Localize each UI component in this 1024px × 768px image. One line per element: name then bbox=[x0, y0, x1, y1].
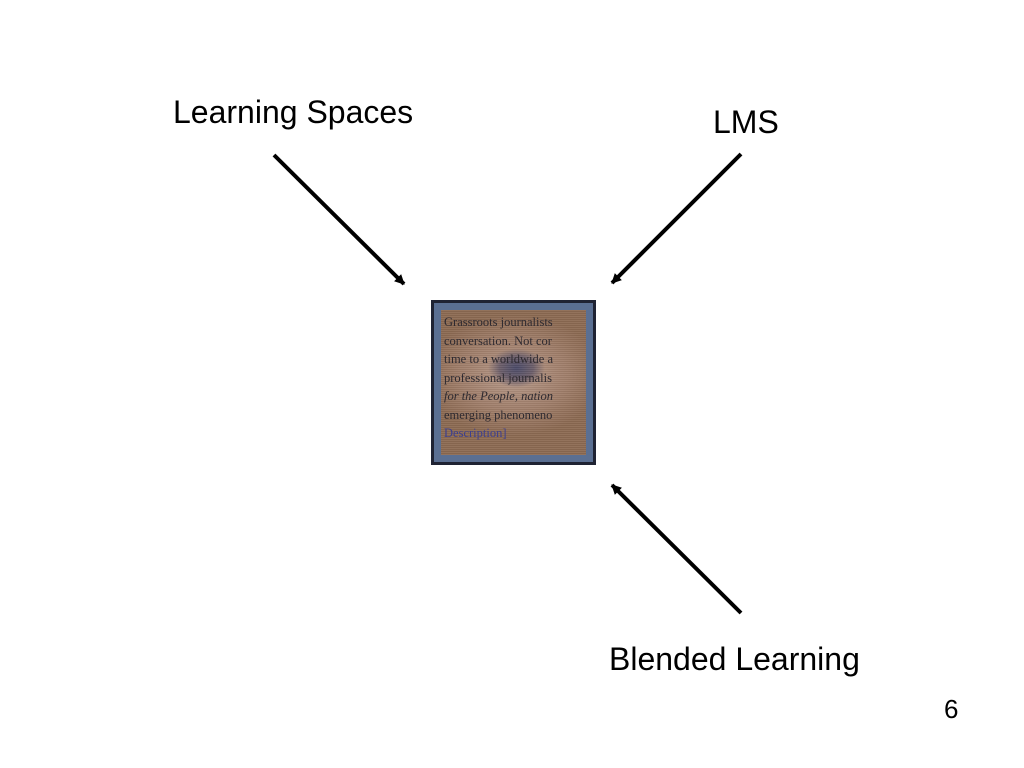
arrow-from-blended-learning bbox=[610, 483, 743, 615]
label-lms: LMS bbox=[713, 104, 779, 140]
image-text-line: for the People, nation bbox=[444, 389, 554, 403]
image-text-lines: Grassroots journalists conversation. Not… bbox=[444, 313, 586, 443]
image-text-line: Grassroots journalists bbox=[444, 315, 553, 329]
page-number: 6 bbox=[944, 694, 959, 724]
image-text-line: Description] bbox=[444, 426, 507, 440]
center-image: Grassroots journalists conversation. Not… bbox=[431, 300, 596, 465]
label-learning-spaces: Learning Spaces bbox=[173, 94, 414, 130]
image-text-line: time to a worldwide a bbox=[444, 352, 553, 366]
image-text-line: emerging phenomeno bbox=[444, 407, 553, 422]
eye-newspaper-image: Grassroots journalists conversation. Not… bbox=[441, 310, 586, 455]
image-text-line: professional journalis bbox=[444, 370, 552, 385]
arrow-from-learning-spaces bbox=[272, 153, 406, 286]
label-blended-learning: Blended Learning bbox=[609, 641, 860, 677]
image-text-line: conversation. Not cor bbox=[444, 333, 552, 348]
arrow-from-lms bbox=[610, 152, 743, 285]
